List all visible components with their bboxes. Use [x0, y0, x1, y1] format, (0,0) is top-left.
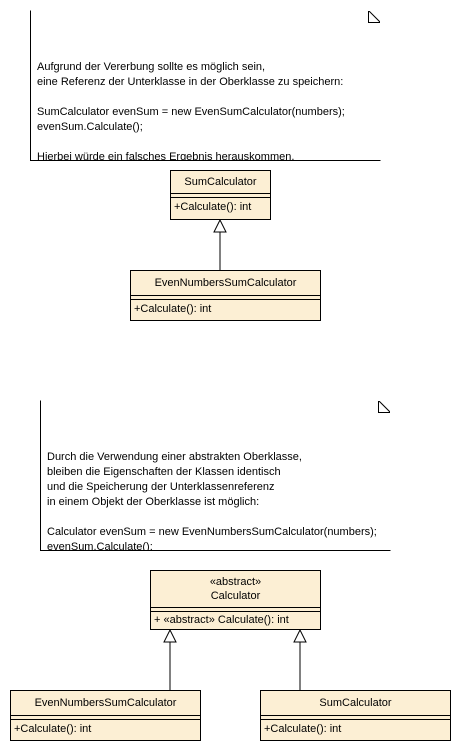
note-line [47, 510, 384, 525]
class-name: EvenNumbersSumCalculator [34, 697, 177, 709]
class-evennumberssumcalculator-2[interactable]: EvenNumbersSumCalculator +Calculate(): i… [10, 690, 201, 741]
class-calculator-abstract[interactable]: «abstract» Calculator + «abstract» Calcu… [150, 570, 321, 630]
operation-calculate: +Calculate(): int [134, 303, 212, 315]
attributes-compartment [131, 295, 320, 299]
note-line: Aufgrund der Vererbung sollte es möglich… [37, 61, 266, 73]
operation-calculate: +Calculate(): int [264, 723, 342, 735]
stereotype-label: «abstract» [209, 576, 262, 588]
operation-calculate: +Calculate(): int [174, 201, 252, 213]
note-abstract-solution[interactable]: Durch die Verwendung einer abstrakten Ob… [40, 400, 391, 551]
operation-calculate: +Calculate(): int [14, 723, 92, 735]
note-line [37, 135, 374, 150]
operation-calculate: + «abstract» Calculate(): int [154, 614, 289, 626]
attributes-compartment [261, 715, 450, 719]
note-fold-icon [369, 10, 381, 22]
note-line: bleiben die Eigenschaften der Klassen id… [47, 466, 281, 478]
note-line: evenSum.Calculate(); [37, 121, 143, 133]
note-line: und die Speicherung der Unterklassenrefe… [47, 481, 275, 493]
note-fold-icon [379, 400, 391, 412]
class-name: EvenNumbersSumCalculator [154, 277, 297, 289]
class-name: SumCalculator [184, 176, 257, 188]
note-line: Durch die Verwendung einer abstrakten Ob… [47, 451, 302, 463]
class-evennumberssumcalculator[interactable]: EvenNumbersSumCalculator +Calculate(): i… [130, 270, 321, 321]
note-line: evenSum.Calculate(); [47, 541, 153, 551]
note-line [37, 90, 374, 105]
attributes-compartment [11, 715, 200, 719]
note1-text: Aufgrund der Vererbung sollte es möglich… [37, 60, 374, 161]
attributes-compartment [151, 607, 320, 611]
note2-text: Durch die Verwendung einer abstrakten Ob… [47, 450, 384, 551]
generalization-arrowhead-2a [163, 628, 177, 643]
class-sumcalculator[interactable]: SumCalculator +Calculate(): int [170, 170, 271, 220]
generalization-arrowhead-2b [293, 628, 307, 643]
note-line: eine Referenz der Unterklasse in der Obe… [37, 76, 344, 88]
generalization-arrowhead-1 [213, 218, 227, 233]
attributes-compartment [171, 193, 270, 197]
note-line: Calculator evenSum = new EvenNumbersSumC… [47, 526, 377, 538]
note-line: SumCalculator evenSum = new EvenSumCalcu… [37, 106, 345, 118]
class-sumcalculator-2[interactable]: SumCalculator +Calculate(): int [260, 690, 451, 741]
class-name: Calculator [210, 590, 261, 602]
note-line: in einem Objekt der Oberklasse ist mögli… [47, 496, 260, 508]
note-line: Hierbei würde ein falsches Ergebnis hera… [37, 151, 295, 161]
class-name: SumCalculator [319, 697, 392, 709]
note-inheritance-problem[interactable]: Aufgrund der Vererbung sollte es möglich… [30, 10, 381, 161]
